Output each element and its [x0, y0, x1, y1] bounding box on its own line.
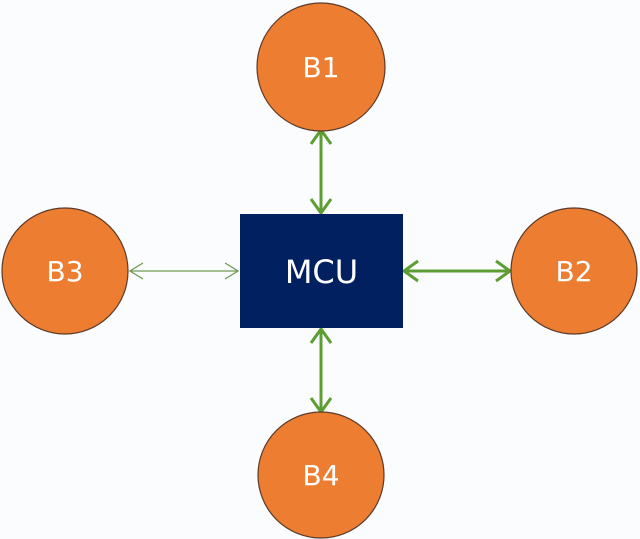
mcu-block: MCU — [240, 214, 403, 328]
arrowhead-icon — [495, 259, 513, 283]
node-b3: B3 — [1, 207, 129, 335]
node-b1: B1 — [256, 2, 386, 132]
arrowhead-icon — [128, 262, 144, 280]
mcu-label: MCU — [285, 253, 358, 291]
arrowhead-icon — [309, 326, 333, 344]
arrowhead-icon — [401, 259, 419, 283]
arrowhead-icon — [224, 262, 240, 280]
node-label: B3 — [46, 255, 83, 288]
node-b2: B2 — [510, 207, 638, 335]
node-label: B1 — [302, 51, 339, 84]
node-label: B4 — [302, 459, 339, 492]
node-label: B2 — [555, 255, 592, 288]
edge-mcu-b4 — [309, 326, 333, 415]
node-b4: B4 — [257, 411, 385, 539]
arrowhead-icon — [309, 198, 333, 216]
edge-mcu-b1 — [309, 127, 333, 216]
edge-mcu-b3 — [128, 262, 240, 280]
edge-mcu-b2 — [401, 259, 513, 283]
